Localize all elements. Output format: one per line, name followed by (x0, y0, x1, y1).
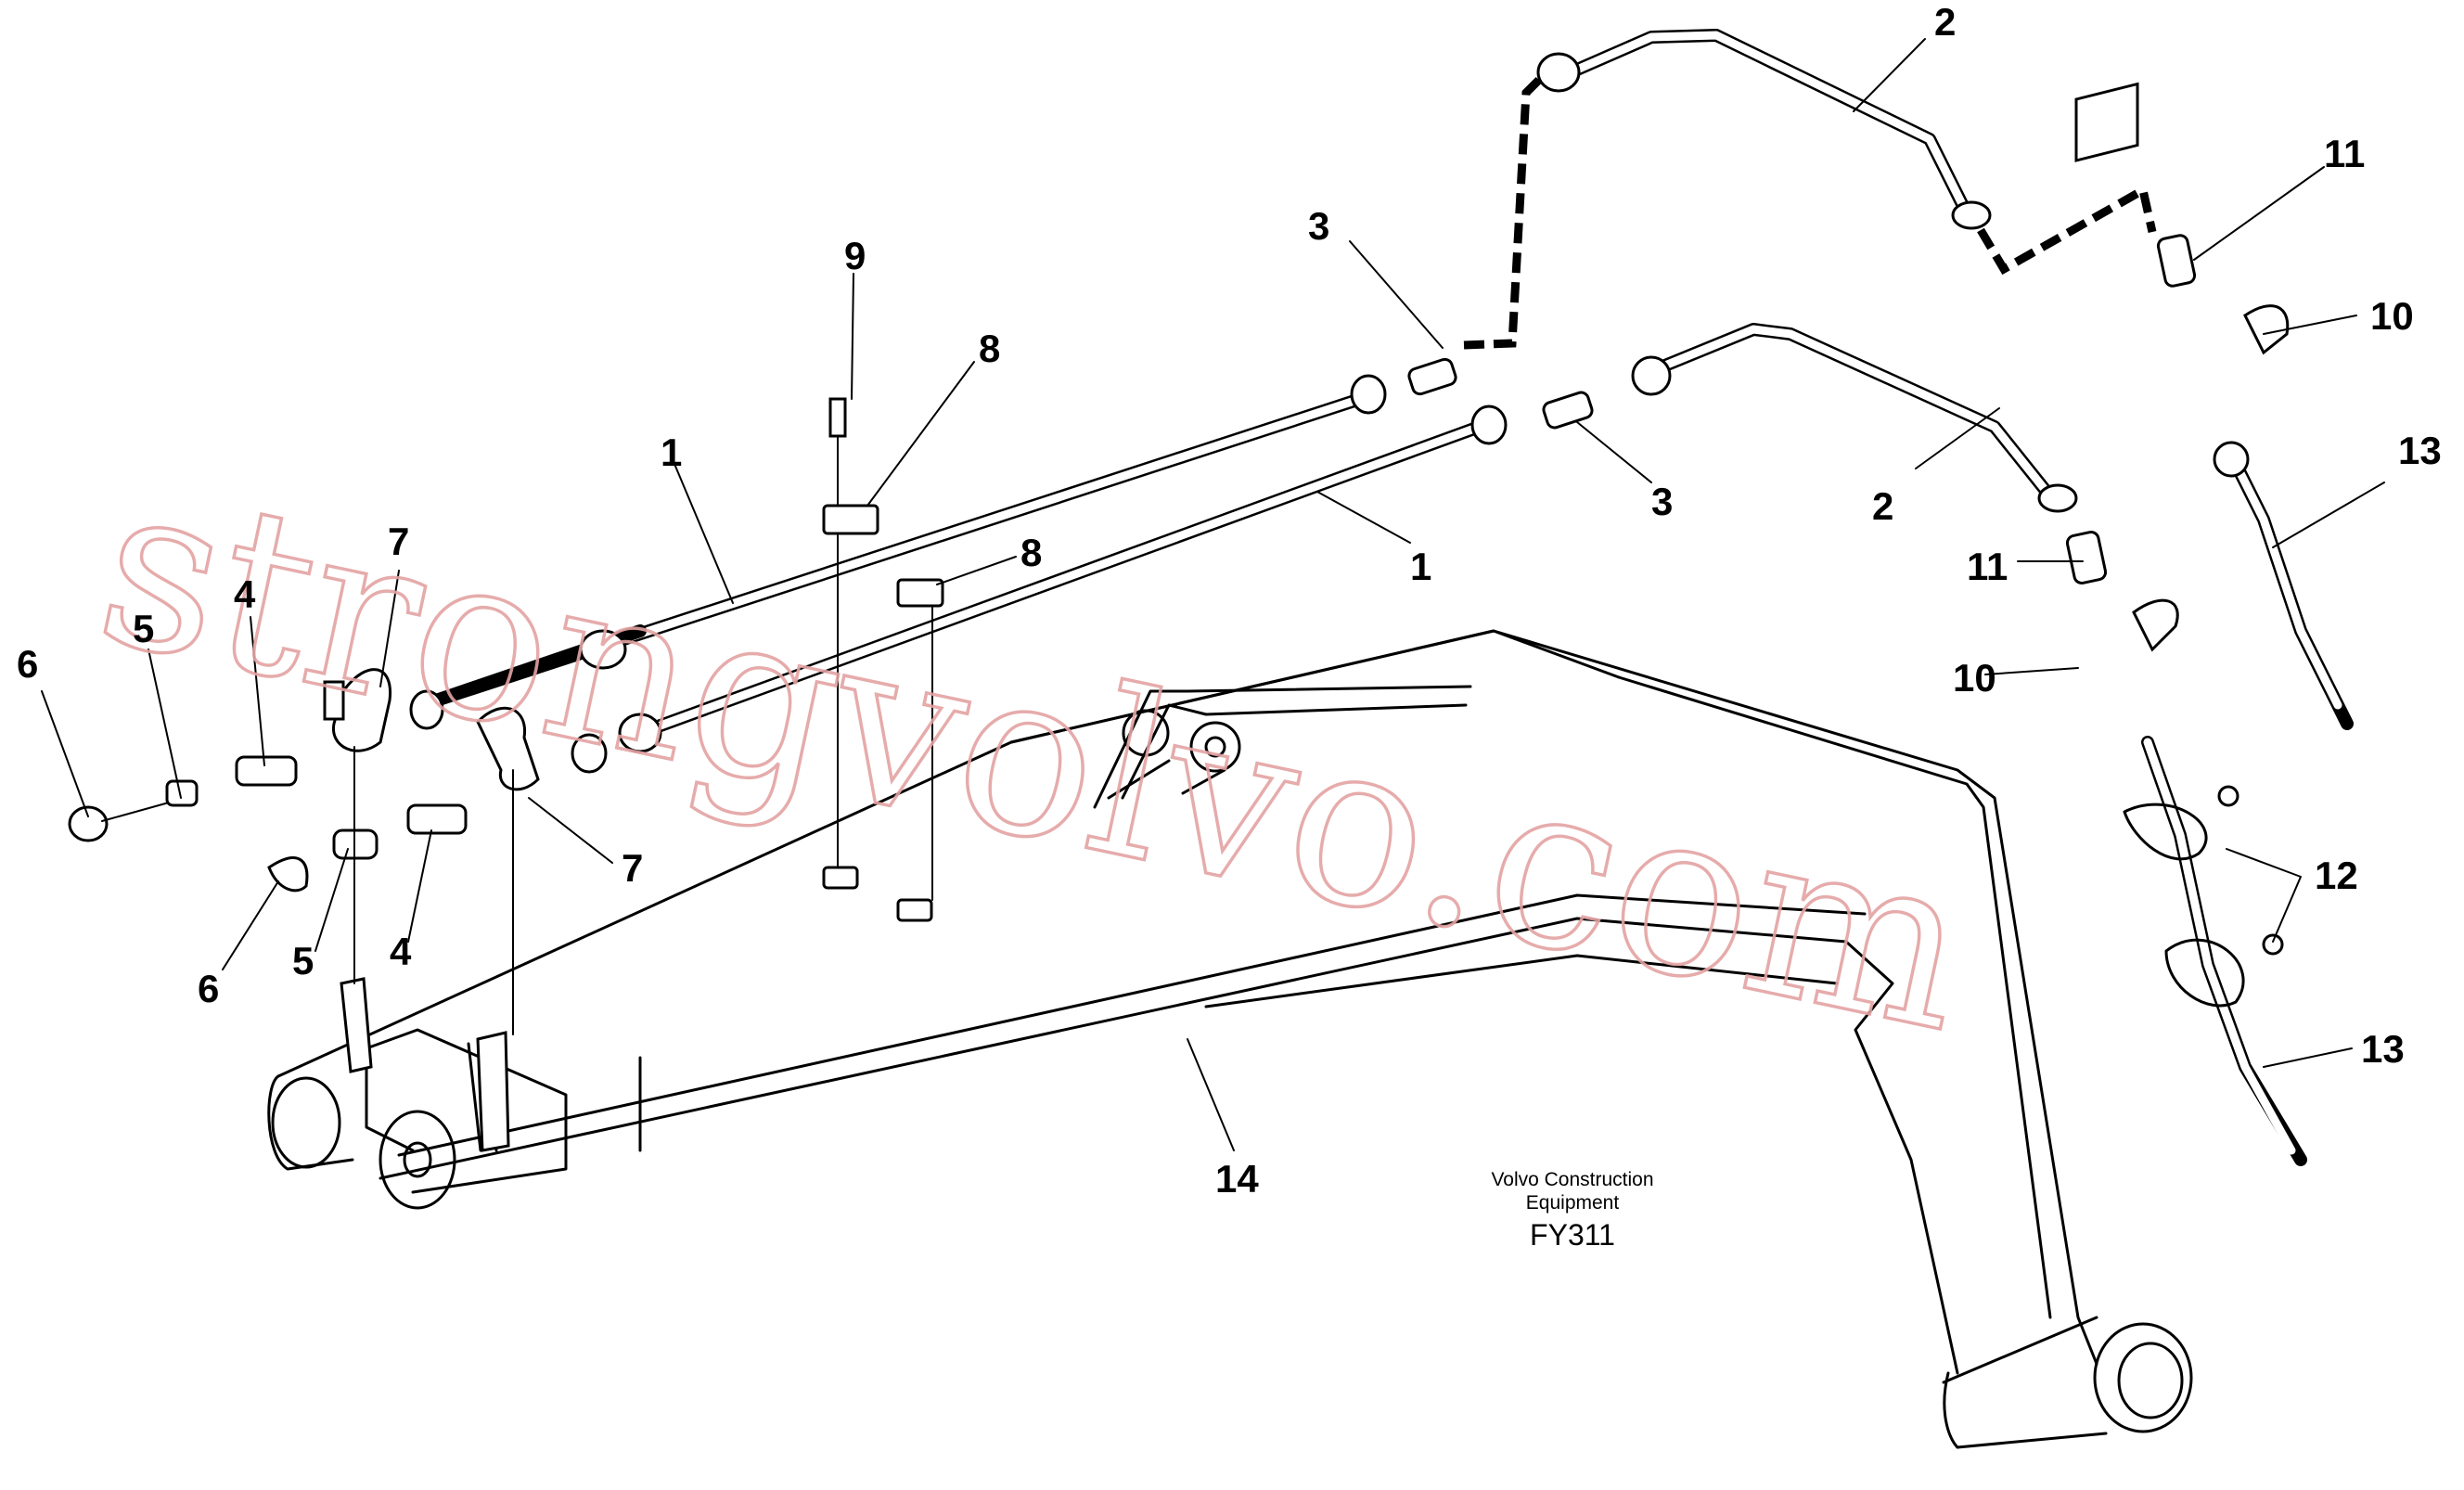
callout-8-upper: 8 (979, 327, 1000, 370)
callout-2-lower: 2 (1872, 484, 1893, 528)
callout-5-lower: 5 (292, 939, 314, 983)
callout-10-lower: 10 (1953, 656, 1996, 700)
callout-11-top: 11 (2324, 132, 2365, 175)
callout-7-lower: 7 (622, 846, 643, 890)
boom-structure (267, 629, 2193, 1449)
callout-10-top: 10 (2370, 294, 2414, 338)
callout-8-lower: 8 (1020, 531, 1042, 574)
callout-9: 9 (844, 234, 866, 277)
callout-13-lower: 13 (2361, 1027, 2405, 1071)
callout-11-lower: 11 (1967, 545, 2008, 588)
callout-3-lower: 3 (1651, 480, 1673, 523)
callout-3-upper: 3 (1308, 204, 1329, 248)
lower-pipe-line (634, 323, 2057, 739)
caption-figure-code: FY311 (1530, 1218, 1615, 1252)
callout-7-upper: 7 (388, 520, 409, 563)
callout-2-top: 2 (1934, 0, 1956, 44)
caption-line-2: Equipment (1526, 1192, 1620, 1214)
callout-4-upper: 4 (234, 572, 256, 616)
callout-1-upper: 1 (661, 430, 682, 474)
fittings (68, 52, 2354, 1166)
callout-6-upper: 6 (17, 642, 38, 686)
callout-4-lower: 4 (390, 930, 412, 973)
caption-line-1: Volvo Construction (1491, 1169, 1653, 1190)
callout-13-top: 13 (2398, 429, 2442, 472)
callout-14: 14 (1215, 1157, 1259, 1201)
callout-labels: 2 11 10 13 9 3 8 1 3 2 8 1 7 4 5 6 11 10… (17, 0, 2442, 1201)
leader-lines (41, 38, 2385, 1151)
watermark-text: strongvolvo.com (80, 430, 1990, 1083)
drawing-caption: Volvo Construction Equipment FY311 (1491, 1169, 1653, 1252)
callout-12: 12 (2315, 854, 2358, 897)
callout-6-lower: 6 (198, 967, 219, 1010)
callout-5-upper: 5 (133, 607, 154, 650)
callout-1-lower: 1 (1410, 545, 1431, 588)
